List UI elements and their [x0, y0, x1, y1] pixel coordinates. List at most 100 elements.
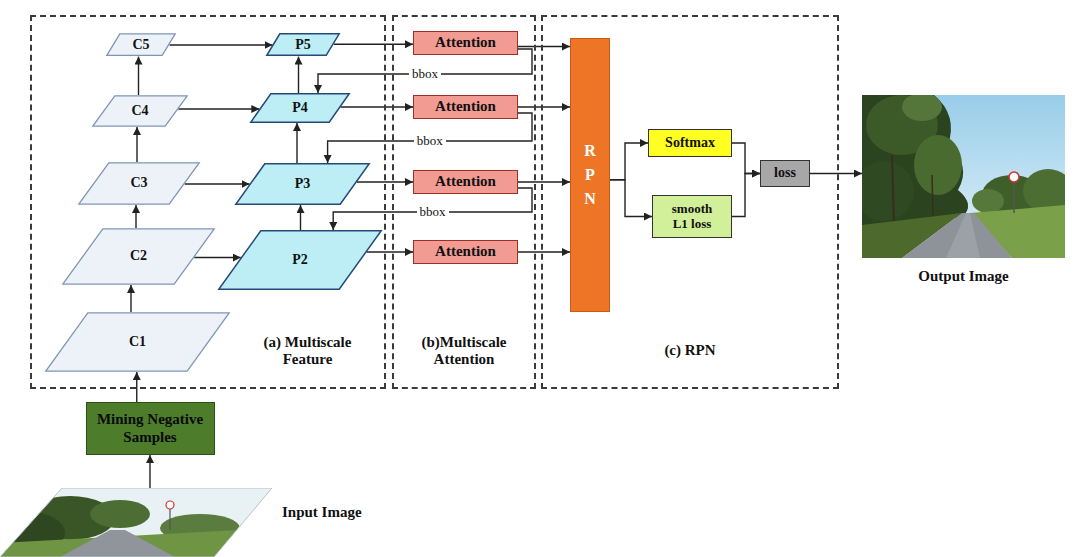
connector-arrow	[328, 113, 532, 163]
node-label: P3	[295, 176, 311, 192]
output-photo	[862, 95, 1065, 258]
loss-box: smooth L1 loss	[652, 195, 732, 238]
scene-part	[1013, 181, 1015, 213]
scene-part	[902, 95, 942, 121]
node-label: C4	[131, 103, 148, 119]
connector-arrow	[170, 44, 273, 45]
region-caption: (c) RPN	[664, 342, 715, 359]
parallelogram-outline	[251, 94, 349, 122]
scene-part	[892, 155, 894, 225]
connector-arrow	[518, 181, 570, 182]
region-caption-box: (a) Multiscale Feature	[240, 334, 375, 369]
scene-part	[60, 530, 175, 557]
node-label: Attention	[435, 173, 496, 190]
connector-arrow	[732, 174, 760, 217]
node-label: C2	[130, 248, 147, 264]
scene-part	[902, 213, 1012, 258]
connector-group	[131, 44, 862, 488]
parallelogram-outline	[107, 34, 175, 55]
scene-part	[166, 501, 174, 509]
parallelogram-outline	[267, 34, 339, 55]
parallelogram-outline	[79, 163, 199, 204]
input-image-node: Input Image	[0, 488, 400, 557]
edge-label-patch: bbox	[409, 67, 441, 82]
softmax-box: Softmax	[648, 129, 732, 157]
node-label: RPN	[582, 139, 598, 211]
region-caption-box: (c) RPN	[640, 342, 740, 359]
edge-label-patch: bbox	[414, 134, 446, 149]
pyramid-map: P4	[250, 93, 350, 123]
attention-box: Attention	[413, 31, 518, 55]
pyramid-map: P3	[235, 163, 370, 205]
mining-box: Mining Negative Samples	[86, 402, 215, 455]
node-label: C1	[129, 334, 146, 350]
connector-arrow	[610, 143, 648, 180]
scene-part	[90, 500, 150, 528]
node-label: Output Image	[918, 268, 1008, 285]
edge-label-patch: bbox	[417, 205, 449, 220]
edge-label: bbox	[420, 205, 446, 220]
attention-box: Attention	[413, 240, 518, 264]
node-label: Softmax	[665, 135, 715, 151]
region-caption-box: (b)Multiscale Attention	[396, 334, 532, 369]
backbone-map: C3	[78, 162, 200, 205]
connector-arrow	[138, 57, 139, 95]
scene-part	[862, 161, 914, 221]
connector-arrow	[732, 143, 760, 174]
parallelogram-outline	[93, 96, 187, 126]
node-label: C5	[132, 37, 149, 53]
node-label: Attention	[435, 243, 496, 260]
loss-box: loss	[760, 160, 810, 187]
node-label: loss	[774, 165, 796, 181]
backbone-map: C2	[62, 228, 215, 285]
connector-arrow	[518, 46, 570, 47]
connector-arrow	[136, 127, 137, 162]
output-image-node: Output Image	[862, 95, 1065, 285]
node-label: P4	[292, 100, 308, 116]
node-label: Input Image	[282, 504, 362, 521]
scene-part	[932, 175, 933, 217]
scene-part	[914, 135, 962, 195]
parallelogram-outline	[219, 231, 381, 289]
connector-arrow	[185, 183, 250, 184]
pyramid-map: P5	[266, 33, 340, 56]
parallelogram-outline	[46, 313, 229, 371]
rpn-bar: RPN	[570, 38, 610, 312]
connector-arrow	[318, 49, 532, 93]
connector-arrow	[296, 123, 297, 163]
connector-arrow	[610, 180, 652, 217]
parallelogram-outline	[63, 229, 214, 284]
connector-arrow	[334, 44, 413, 45]
connector-arrow	[178, 108, 259, 109]
attention-box: Attention	[413, 95, 518, 119]
feature-region: (a) Multiscale Feature C5 P5C4 P4C3 P3C2 P2C1	[30, 15, 386, 389]
scene-part	[0, 488, 272, 557]
scene-part	[946, 213, 980, 258]
connector-arrow	[149, 455, 150, 488]
rpn-region: (c) RPN RPN Softmax smooth L1 loss loss	[541, 15, 839, 389]
connector-arrow	[367, 251, 413, 252]
backbone-map: C4	[92, 95, 188, 127]
connector-arrow	[518, 106, 570, 107]
region-caption: (b)Multiscale Attention	[396, 334, 532, 369]
parallelogram-outline	[236, 164, 369, 204]
input-photo	[0, 488, 272, 557]
edge-label: bbox	[417, 134, 443, 149]
node-label: P5	[295, 37, 311, 53]
pyramid-map: P2	[218, 230, 382, 290]
node-label: P2	[292, 252, 308, 268]
connector-arrow	[194, 257, 240, 258]
edge-label: bbox	[412, 67, 438, 82]
scene-part	[0, 488, 272, 557]
node-label: C3	[130, 175, 147, 191]
scene-part	[1009, 172, 1019, 182]
node-label: Attention	[435, 34, 496, 51]
scene-part	[0, 528, 272, 557]
attention-box: Attention	[413, 170, 518, 194]
connector-arrow	[300, 205, 301, 230]
backbone-map: C5	[106, 33, 176, 56]
connector-arrow	[810, 173, 862, 174]
connector-arrow	[298, 57, 299, 93]
scene-part	[972, 189, 1004, 213]
